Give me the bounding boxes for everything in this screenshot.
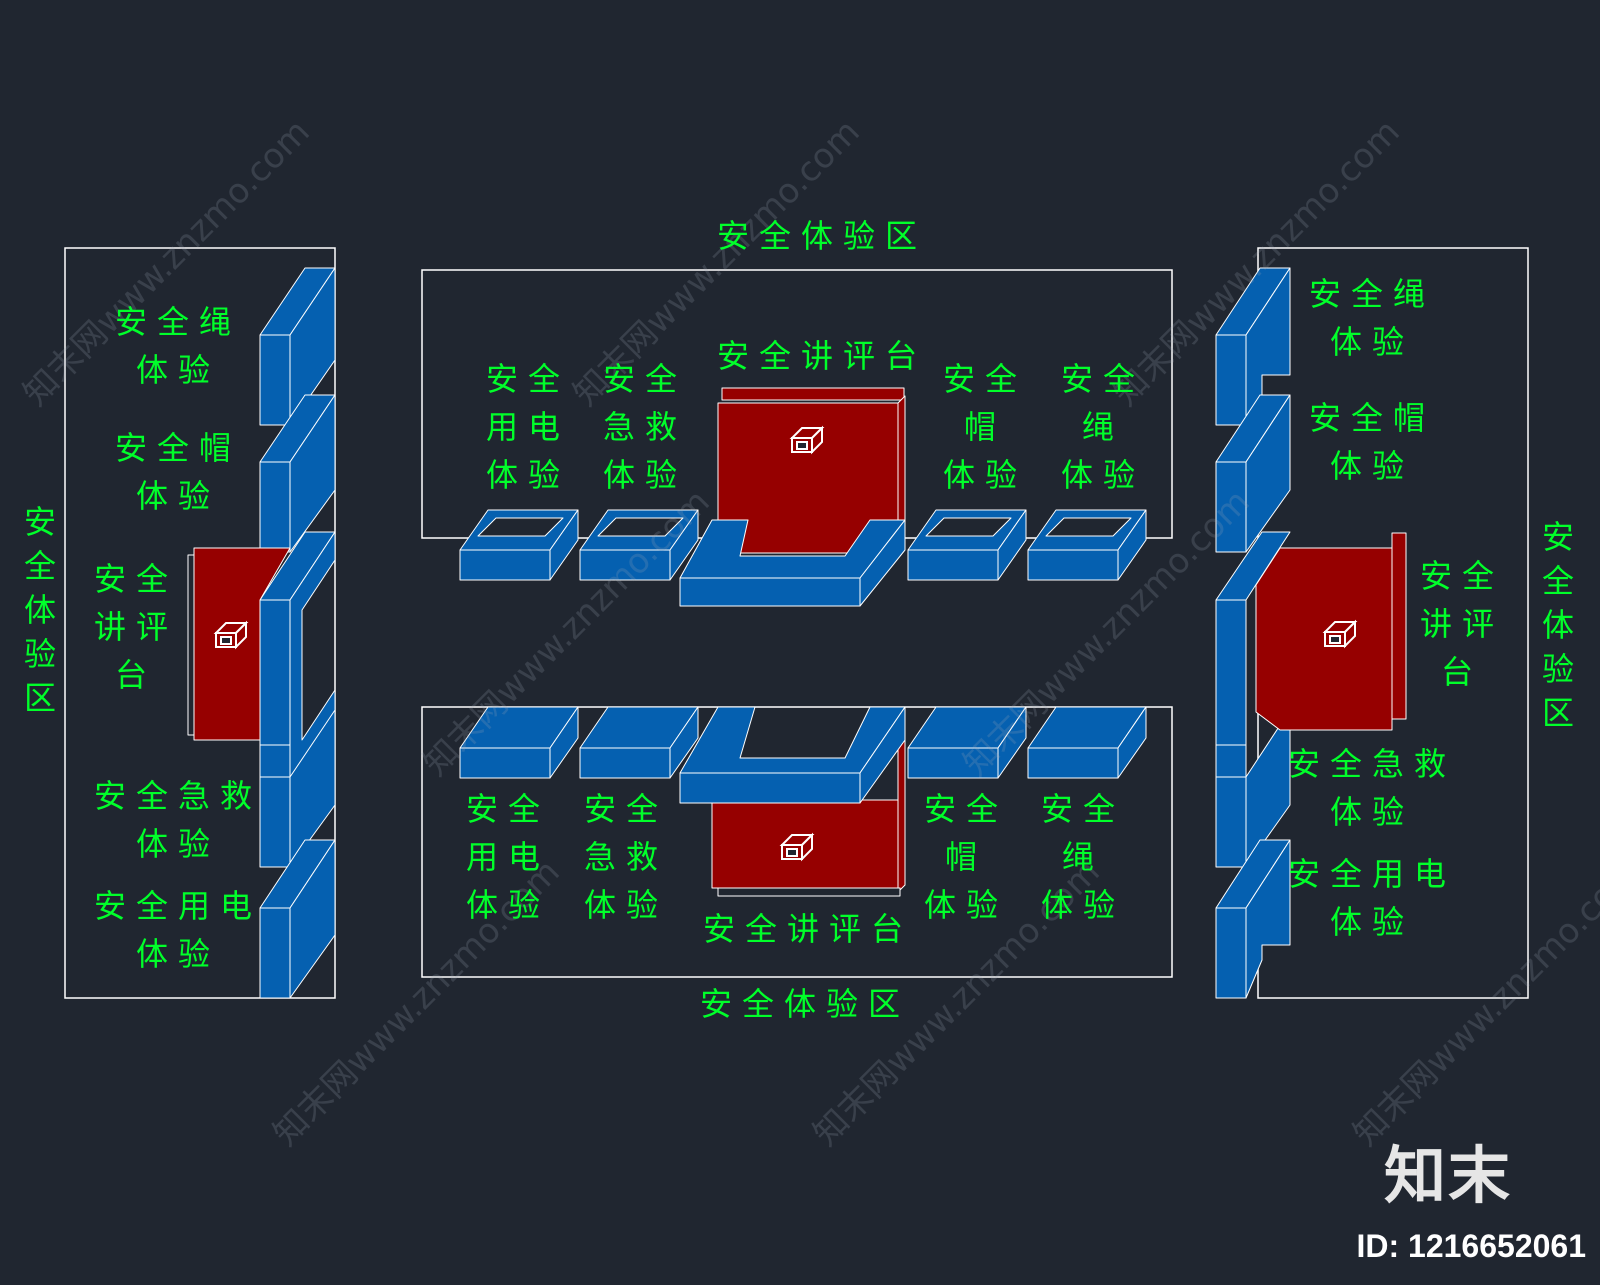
left-booth-column [259, 267, 336, 999]
top-label-platform: 安全讲评台 [716, 337, 928, 375]
left-review-platform [187, 547, 291, 741]
right-label-helmet: 安全帽 体验 [1308, 399, 1436, 485]
left-label-platform: 安全 讲评 台 [93, 560, 179, 694]
top-label-electric: 安全 用电 体验 [485, 360, 571, 494]
right-booth-column [1215, 267, 1291, 999]
bottom-zone-outline [421, 706, 1173, 978]
speaker-icon [779, 832, 815, 862]
top-label-rope: 安全 绳 体验 [1060, 360, 1146, 494]
left-label-rope: 安全绳 体验 [114, 303, 242, 389]
bottom-label-helmet: 安全 帽 体验 [923, 790, 1009, 924]
top-review-platform [679, 387, 906, 607]
bottom-label-electric: 安全 用电 体验 [465, 790, 551, 924]
zone-title-bottom: 安全体验区 [699, 985, 911, 1023]
bottom-label-firstaid: 安全 急救 体验 [583, 790, 669, 924]
right-label-platform: 安全 讲评 台 [1419, 557, 1505, 691]
speaker-icon [213, 620, 249, 650]
speaker-icon [1322, 619, 1358, 649]
bottom-review-platform [679, 706, 906, 897]
left-label-electric: 安全用电 体验 [93, 887, 263, 973]
right-label-rope: 安全绳 体验 [1308, 275, 1436, 361]
right-label-electric: 安全用电 体验 [1287, 855, 1457, 941]
left-zone-outline [64, 247, 336, 999]
image-id: ID: 1216652061 [1356, 1228, 1586, 1264]
speaker-icon [789, 425, 825, 455]
zone-title-top: 安全体验区 [716, 217, 928, 255]
left-label-helmet: 安全帽 体验 [114, 429, 242, 515]
left-label-firstaid: 安全急救 体验 [93, 777, 263, 863]
bottom-label-rope: 安全 绳 体验 [1040, 790, 1126, 924]
bottom-label-platform: 安全讲评台 [702, 910, 914, 948]
top-label-helmet: 安全 帽 体验 [942, 360, 1028, 494]
top-booth-row [459, 509, 1147, 581]
bottom-booth-row [459, 706, 1147, 779]
right-label-firstaid: 安全急救 体验 [1287, 745, 1457, 831]
zone-title-right: 安全体验区 [1537, 520, 1575, 740]
zone-title-left: 安全体验区 [19, 505, 57, 725]
top-label-firstaid: 安全 急救 体验 [602, 360, 688, 494]
brand-logo: 知末 [1383, 1139, 1512, 1212]
